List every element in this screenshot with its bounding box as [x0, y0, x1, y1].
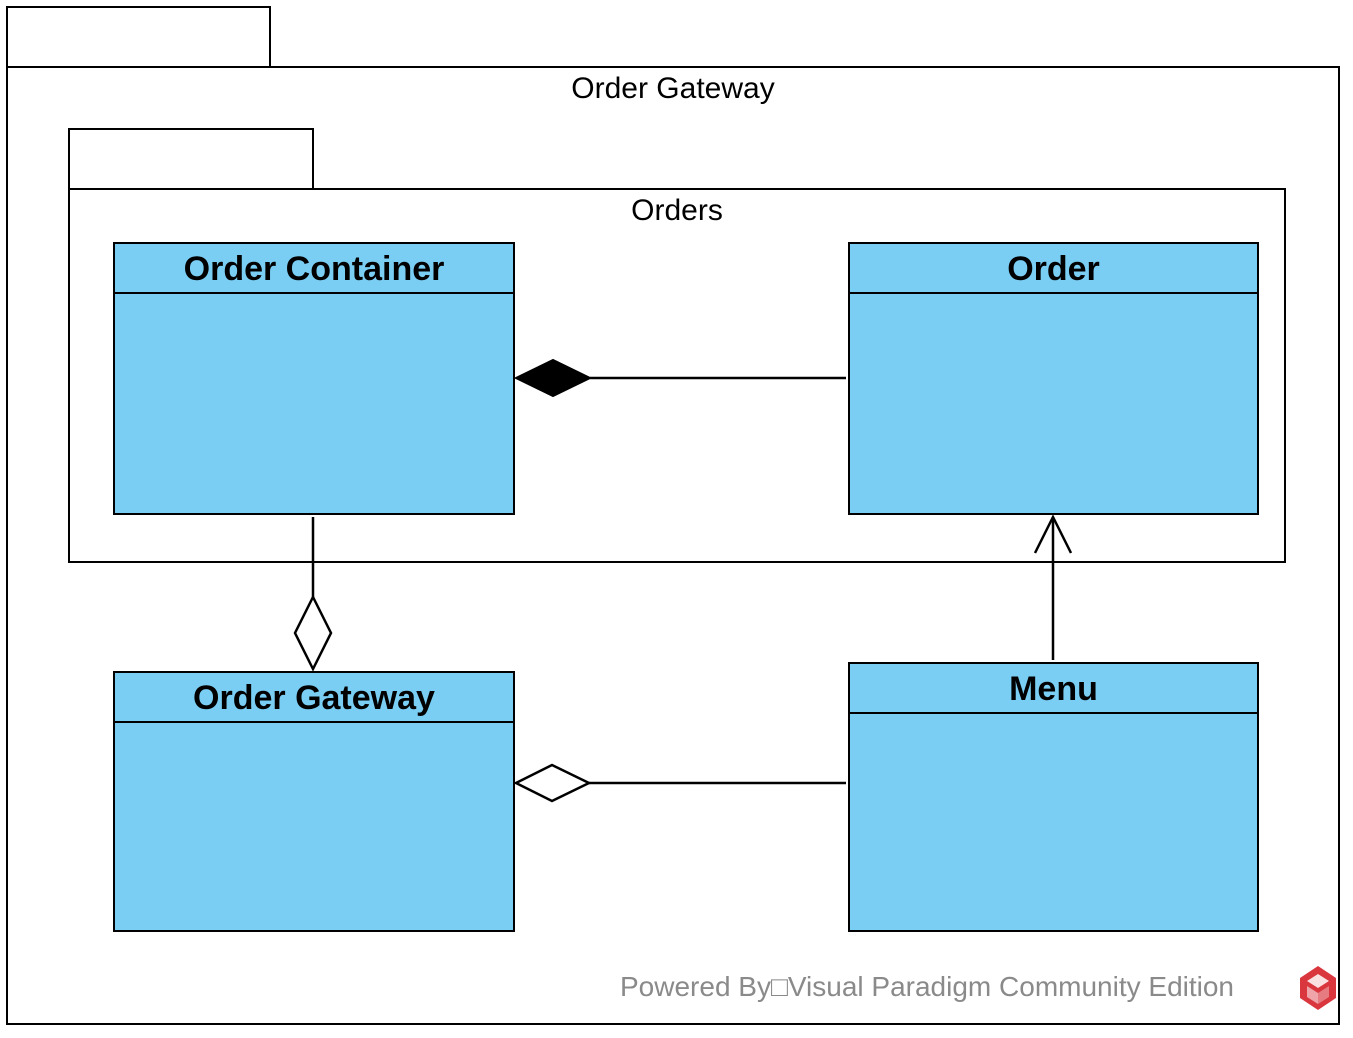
composition-order-to-container[interactable]: [513, 358, 846, 398]
outer-package-label: Order Gateway: [571, 72, 775, 105]
filled-diamond-icon: [513, 358, 593, 398]
inner-package-tab[interactable]: [68, 128, 314, 190]
association-menu-to-order[interactable]: [1033, 514, 1073, 660]
aggregation-container-to-gateway[interactable]: [293, 517, 333, 672]
class-order[interactable]: Order: [848, 242, 1259, 515]
class-order-gateway[interactable]: Order Gateway: [113, 671, 515, 932]
class-name: Order Container: [115, 244, 513, 294]
watermark-text: Powered By□Visual Paradigm Community Edi…: [620, 971, 1235, 1002]
class-name: Menu: [850, 664, 1257, 714]
class-name: Order Gateway: [115, 673, 513, 723]
hollow-diamond-icon: [513, 763, 592, 803]
open-arrowhead-icon: [1033, 514, 1073, 554]
visual-paradigm-logo-icon: [1300, 966, 1336, 1010]
class-name: Order: [850, 244, 1257, 294]
inner-package-label: Orders: [631, 194, 723, 227]
class-order-container[interactable]: Order Container: [113, 242, 515, 515]
hollow-diamond-icon: [293, 594, 333, 672]
class-menu[interactable]: Menu: [848, 662, 1259, 932]
aggregation-menu-to-gateway[interactable]: [513, 763, 846, 803]
